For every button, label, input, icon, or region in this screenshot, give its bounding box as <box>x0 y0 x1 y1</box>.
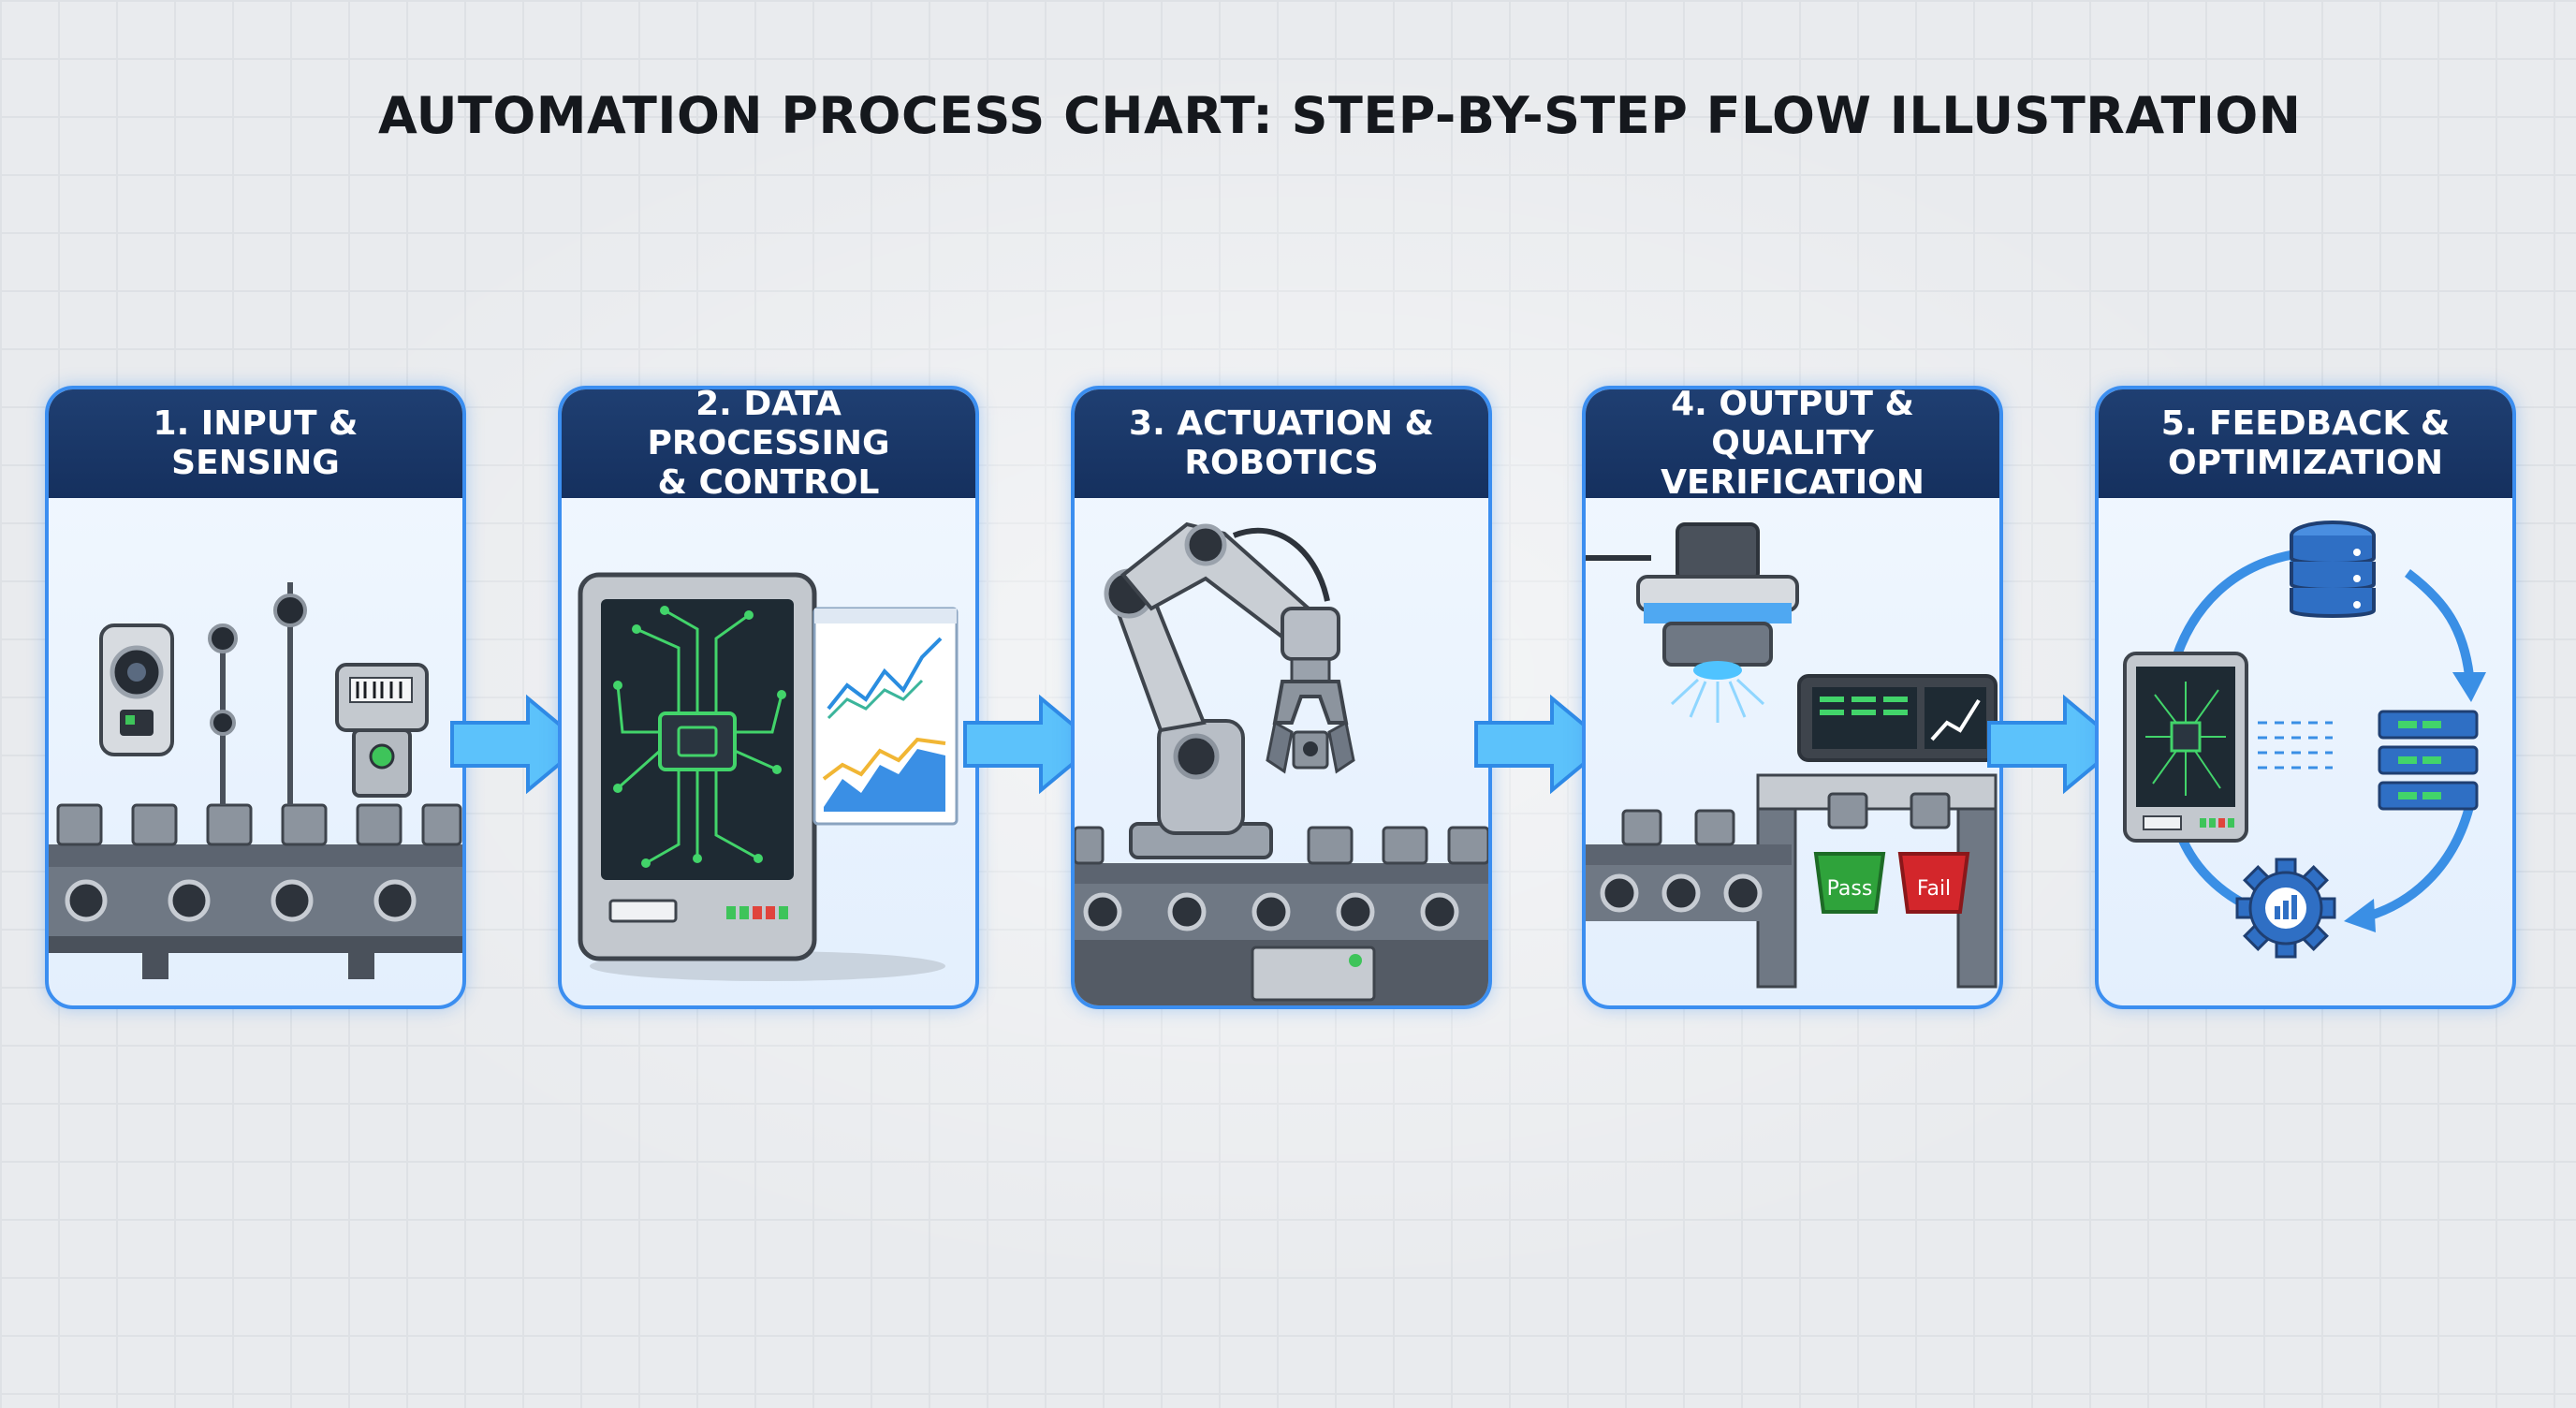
page-title: AUTOMATION PROCESS CHART: STEP-BY-STEP F… <box>378 86 2302 145</box>
step-card-3: 3. ACTUATION & ROBOTICS <box>1071 386 1492 1009</box>
flow-arrow-1 <box>450 694 587 795</box>
step-card-4: 4. OUTPUT & QUALITY VERIFICATION <box>1582 386 2003 1009</box>
flow-arrow-3 <box>1474 694 1611 795</box>
step-label-1: 1. INPUT & SENSING <box>153 404 359 482</box>
step-header-1: 1. INPUT & SENSING <box>49 389 462 498</box>
fail-label: Fail <box>1917 877 1951 901</box>
flow-arrow-2 <box>963 694 1100 795</box>
step-label-3: 3. ACTUATION & ROBOTICS <box>1129 404 1434 482</box>
fail-bin <box>1897 852 1970 914</box>
step-header-2: 2. DATA PROCESSING & CONTROL <box>562 389 975 502</box>
robotic-arm-icon <box>1075 521 1488 1005</box>
step-header-4: 4. OUTPUT & QUALITY VERIFICATION <box>1586 389 1999 502</box>
quality-inspection-icon: Pass Fail <box>1586 522 1998 989</box>
sensors-conveyor-icon <box>49 582 462 979</box>
step-card-1: 1. INPUT & SENSING <box>45 386 466 1009</box>
pass-bin <box>1813 852 1886 914</box>
step-label-4: 4. OUTPUT & QUALITY VERIFICATION <box>1661 386 1925 502</box>
step-label-2: 2. DATA PROCESSING & CONTROL <box>647 386 890 502</box>
step-header-5: 5. FEEDBACK & OPTIMIZATION <box>2099 389 2512 498</box>
feedback-loop-icon <box>2123 521 2486 959</box>
pass-label: Pass <box>1827 877 1873 901</box>
step-card-2: 2. DATA PROCESSING & CONTROL <box>558 386 979 1009</box>
step-label-5: 5. FEEDBACK & OPTIMIZATION <box>2160 404 2451 482</box>
flow-arrow-4 <box>1987 694 2124 795</box>
controller-chip-icon <box>578 572 959 981</box>
step-header-3: 3. ACTUATION & ROBOTICS <box>1075 389 1488 498</box>
step-card-5: 5. FEEDBACK & OPTIMIZATION <box>2095 386 2516 1009</box>
